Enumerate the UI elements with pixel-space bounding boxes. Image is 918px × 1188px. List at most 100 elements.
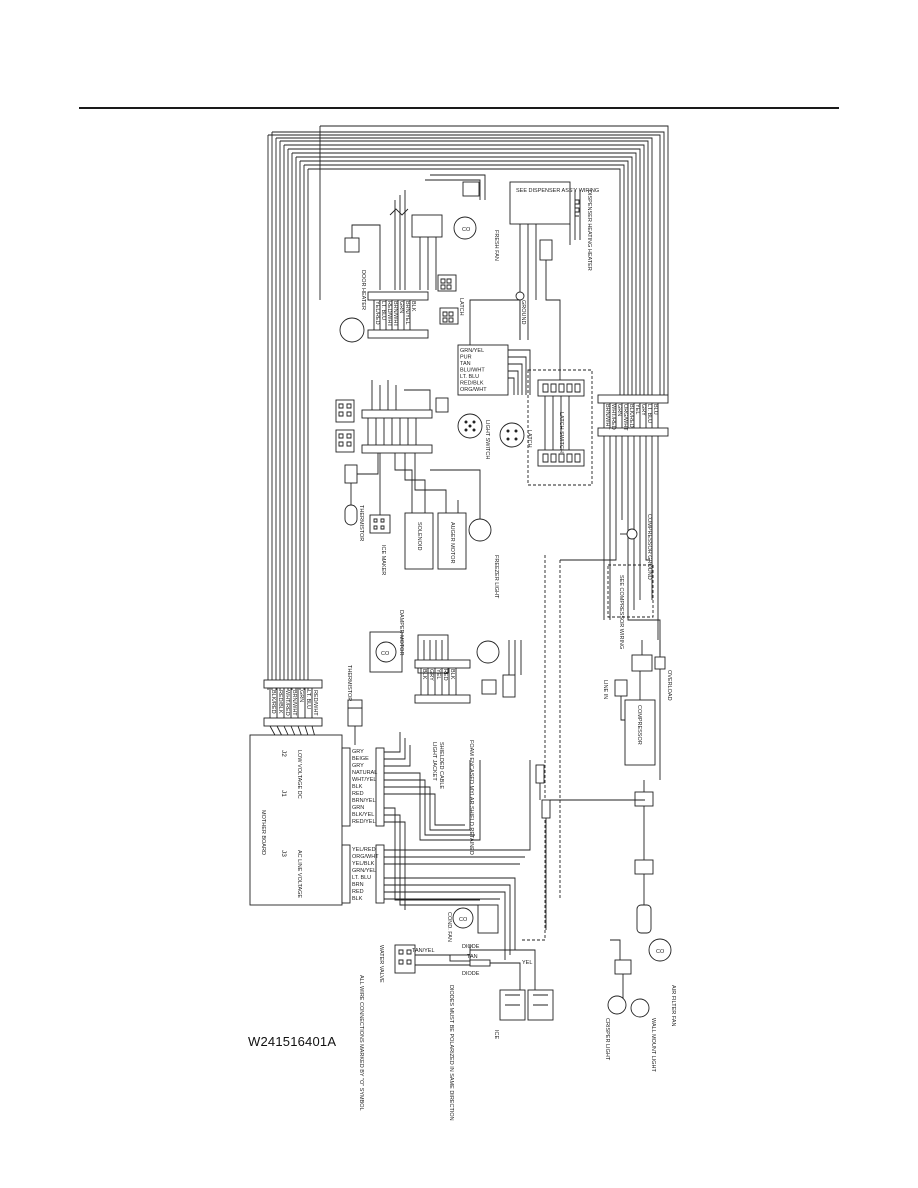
fresh-fan-symbol: CO — [462, 227, 471, 233]
diode-label-2: DIODE — [462, 971, 480, 977]
wire-label: GRN — [352, 805, 364, 811]
j2-label: J2 — [280, 750, 287, 757]
latch-switches: LATCH SWITCH — [537, 379, 585, 467]
wire-label: GRN — [298, 690, 304, 702]
mother-board: J2 LOW VOLTAGE DC J1 MOTHER BOARD J3 AC … — [249, 734, 343, 906]
thermistor-top-label: THERMISTOR — [358, 505, 364, 541]
fresh-fan-label: FRESH FAN — [493, 230, 499, 261]
wire-label: BLK — [449, 669, 455, 680]
line-in-label: LINE IN — [602, 680, 608, 699]
auger-motor-label: AUGER MOTOR — [449, 522, 455, 563]
wire-label: BLK — [410, 301, 416, 312]
wire-label: RED — [442, 669, 448, 681]
wire-label: RED/YEL — [352, 819, 376, 825]
wire-label: RED/BLK — [460, 381, 484, 387]
damper-motor: CO DAMPER MOTOR — [369, 610, 404, 673]
solenoid-label: SOLENOID — [416, 522, 422, 550]
freezer-light-label: FREEZER LIGHT — [493, 555, 499, 599]
light-switch-assembly: LIGHT SWITCH LATCH — [457, 413, 532, 459]
wall-mount-light-label: WALL MOUNT LIGHT — [650, 1018, 656, 1073]
wire-label: GRY — [428, 669, 434, 681]
wire-label: BEIGE — [352, 756, 369, 762]
ice-valve-label: ICE — [493, 1030, 499, 1040]
wire-label: GRY — [640, 404, 646, 416]
fuse-1 — [535, 764, 545, 784]
condenser-fan: CO COND. FAN — [446, 904, 499, 942]
wire-label: WHT/YEL — [352, 777, 376, 783]
wire-label: TAN/YEL — [412, 948, 435, 954]
wire-label: TAN — [460, 361, 471, 367]
wire-label: GRY — [352, 749, 364, 755]
wire-label: BLK — [352, 784, 363, 790]
j1-label: J1 — [280, 790, 287, 797]
wire-label: WHT/RED — [610, 404, 616, 430]
crisper-light-label: CRISPER LIGHT — [604, 1018, 610, 1061]
wire-label: ORG/WHT — [352, 854, 379, 860]
wire-label: BRN/WHT — [604, 404, 610, 430]
fresh-fan: CO FRESH FAN — [425, 174, 499, 261]
header-rule — [79, 107, 839, 109]
wire-label: BLU/WHT — [460, 368, 485, 374]
wire-label: RED — [352, 791, 364, 797]
ground-label-top: GROUND — [520, 300, 526, 324]
wire-label: YEL — [522, 960, 532, 966]
mid-left-connectors — [335, 380, 449, 454]
low-voltage-label: LOW VOLTAGE DC — [296, 750, 302, 799]
overload-label: OVERLOAD — [666, 670, 672, 701]
cond-fan-label: COND. FAN — [446, 912, 452, 942]
wire-label: BLK/RED — [270, 690, 276, 714]
thermistor-top: THERMISTOR — [344, 453, 379, 541]
control-light — [476, 640, 500, 664]
dispenser-heater-label: DISPENSER HEATING HEATER — [586, 190, 592, 271]
wire-label: RED — [352, 889, 364, 895]
latch-switch-label: LATCH SWITCH — [558, 412, 564, 453]
wire-label: GRN — [616, 404, 622, 416]
wire-label: GRN — [398, 301, 404, 313]
foam-note-label: FOAM ENCASED MYLAR SHIELD RETAINED — [468, 740, 474, 855]
compressor-assembly: COMPRESSOR OVERLOAD LINE IN — [602, 640, 672, 766]
wire-label: BLK/YEL — [352, 812, 374, 818]
wire-label: YEL — [435, 669, 441, 679]
wire-label: YEL — [634, 404, 640, 414]
thermistor-bottom-label: THERMISTOR — [346, 665, 352, 701]
latch-label-mid: LATCH — [526, 430, 532, 448]
light-switch-label: LIGHT SWITCH — [484, 420, 490, 459]
wire-label: ORG/WHT — [622, 404, 628, 431]
wire-label: BLU — [652, 404, 658, 415]
wire-label: LT. BLU — [460, 374, 479, 380]
j1-connector: GRYBEIGEGRYNATURALWHT/YELBLKREDBRN/YELGR… — [341, 732, 490, 910]
wire-label: TAN — [467, 954, 478, 960]
wire-label: LT. BLU — [352, 875, 371, 881]
wire-label: PUR — [460, 355, 472, 361]
j1-wire-labels: GRYBEIGEGRYNATURALWHT/YELBLKREDBRN/YELGR… — [352, 749, 377, 825]
wire-label: RED/WHT — [386, 301, 392, 327]
control-light-connector — [481, 679, 497, 695]
wire-label: RED/BLK — [277, 690, 283, 714]
ice-maker-assembly: ICE MAKER SOLENOID AUGER MOTOR FREEZER L… — [369, 453, 499, 599]
wire-label: YEL/RED — [352, 847, 376, 853]
wire-label: LT. BLU — [646, 404, 652, 423]
shielded-cable-label: SHIELDED CABLE — [438, 742, 444, 789]
wire-label: BLK — [421, 669, 427, 680]
upper-left-components: DOOR HEATER LATCH — [339, 190, 464, 343]
wire-label: RED/WHT — [312, 690, 318, 716]
latch-switch-group — [527, 369, 593, 486]
water-valve-label: WATER VALVE — [378, 945, 384, 983]
see-compressor-label: SEE COMPRESSOR WIRING — [618, 575, 624, 649]
mid-connector — [502, 674, 516, 698]
j3-label: J3 — [280, 850, 287, 857]
diode-label-1: DIODE — [462, 944, 480, 950]
door-heater-label: DOOR HEATER — [360, 270, 366, 310]
wire-label: GRY — [352, 763, 364, 769]
drawing-number: W241516401A — [248, 1034, 337, 1049]
